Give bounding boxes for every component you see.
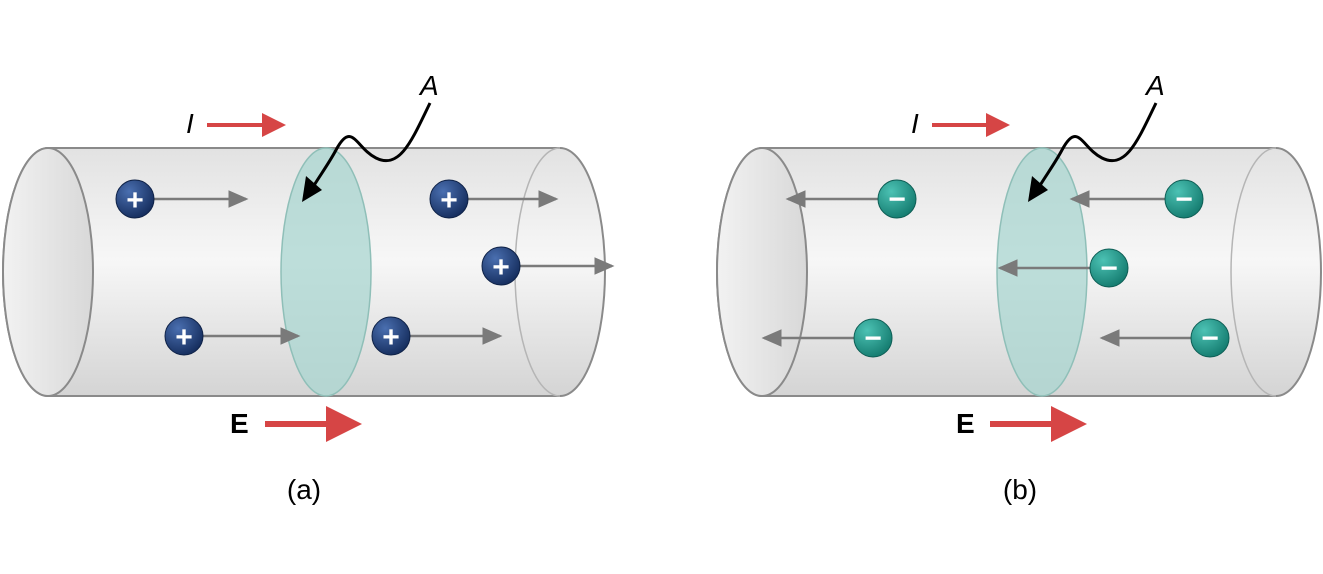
svg-text:−: −: [1175, 183, 1193, 216]
area-pointer-head: [1028, 176, 1048, 202]
positive-charge: +: [481, 246, 521, 286]
svg-text:−: −: [1100, 252, 1118, 285]
negative-charge: −: [1164, 179, 1204, 219]
negative-charge: −: [1089, 248, 1129, 288]
svg-text:+: +: [492, 251, 510, 284]
svg-text:+: +: [382, 321, 400, 354]
field-label: E: [230, 408, 249, 439]
area-label: A: [1144, 70, 1165, 101]
cross-section-area: [996, 147, 1088, 397]
negative-charge: −: [1190, 318, 1230, 358]
svg-text:−: −: [888, 183, 906, 216]
area-label: A: [418, 70, 439, 101]
negative-charge: −: [853, 318, 893, 358]
panel-caption: (a): [287, 474, 321, 505]
svg-text:+: +: [440, 184, 458, 217]
cylinder-left-cap: [2, 147, 94, 397]
area-pointer: [308, 102, 432, 193]
svg-text:+: +: [175, 321, 193, 354]
positive-charge: +: [371, 316, 411, 356]
cylinder-left-cap: [716, 147, 808, 397]
panel-b: I A − − − − − E: [716, 70, 1322, 505]
current-label: I: [911, 108, 919, 139]
panel-a: I A + + + + +: [2, 70, 615, 505]
svg-text:−: −: [1201, 322, 1219, 355]
positive-charge: +: [429, 179, 469, 219]
field-label: E: [956, 408, 975, 439]
cross-section-area: [280, 147, 372, 397]
panel-caption: (b): [1003, 474, 1037, 505]
svg-text:−: −: [864, 322, 882, 355]
negative-charge: −: [877, 179, 917, 219]
area-pointer: [1034, 102, 1158, 193]
current-label: I: [186, 108, 194, 139]
positive-charge: +: [164, 316, 204, 356]
positive-charge: +: [115, 179, 155, 219]
cylinder-far-rim: [1230, 147, 1277, 397]
svg-text:+: +: [126, 184, 144, 217]
area-pointer-head: [302, 176, 322, 202]
